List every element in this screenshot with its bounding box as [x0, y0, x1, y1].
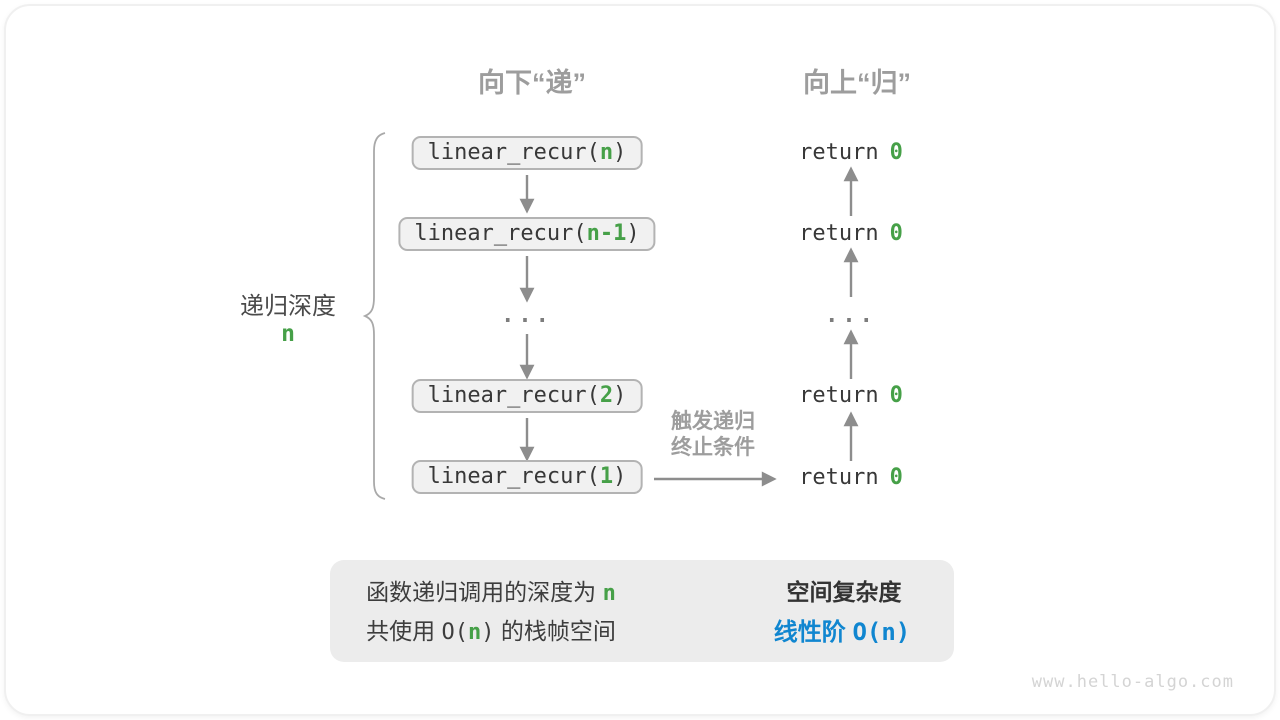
call-text: )	[613, 383, 627, 408]
summary-depth-value: n	[602, 581, 616, 606]
return-keyword: return	[799, 383, 879, 408]
return-keyword: return	[799, 140, 879, 165]
termination-line2: 终止条件	[671, 436, 755, 459]
space-complexity-result: 线性阶 O(n)	[774, 618, 910, 647]
summary-depth-line: 函数递归调用的深度为 n	[366, 579, 616, 607]
return-keyword: return	[799, 221, 879, 246]
big-o-open: O(	[441, 620, 469, 645]
call-arg: 1	[599, 464, 614, 489]
call-arg: 2	[599, 383, 614, 408]
call-text: )	[613, 464, 627, 489]
call-text: linear_recur(	[427, 383, 600, 408]
space-complexity-title: 空间复杂度	[786, 579, 902, 605]
returns-ellipsis: ...	[825, 303, 877, 328]
summary-depth-text: 函数递归调用的深度为	[366, 579, 603, 605]
call-text: )	[613, 140, 627, 165]
big-o-close: )	[481, 620, 495, 645]
column-header-descend: 向下“递”	[478, 68, 586, 98]
return-statement: return 0	[799, 382, 903, 409]
call-text: )	[626, 221, 640, 246]
return-statement: return 0	[799, 220, 903, 247]
summary-space-text1: 共使用	[366, 618, 442, 644]
call-text: linear_recur(	[427, 140, 600, 165]
return-value: 0	[889, 140, 903, 165]
call-arg: n-1	[586, 221, 627, 246]
call-arg: n	[599, 140, 614, 165]
call-box-1: linear_recur(1)	[411, 460, 643, 494]
return-value: 0	[889, 465, 903, 490]
result-big-o: O(n)	[852, 618, 911, 646]
call-box-n: linear_recur(n)	[411, 136, 643, 170]
summary-space-text2: 的栈帧空间	[494, 618, 616, 644]
base-case-arrow	[654, 471, 777, 487]
big-o-arg: n	[468, 620, 482, 645]
termination-line1: 触发递归	[671, 410, 755, 433]
call-text: linear_recur(	[427, 464, 600, 489]
call-box-2: linear_recur(2)	[411, 379, 643, 413]
column-header-ascend: 向上“归”	[803, 68, 911, 98]
result-text: 线性阶	[773, 619, 853, 646]
return-value: 0	[889, 383, 903, 408]
recursion-space-complexity-figure: 向下“递” 向上“归” 递归深度 n linear_recur(n) linea…	[4, 4, 1276, 716]
recursion-depth-value: n	[281, 321, 295, 347]
depth-brace-icon	[362, 132, 386, 500]
return-keyword: return	[799, 465, 879, 490]
call-box-n-1: linear_recur(n-1)	[398, 217, 656, 251]
termination-condition-label: 触发递归 终止条件	[671, 409, 755, 461]
watermark: www.hello-algo.com	[1031, 672, 1234, 692]
return-statement: return 0	[799, 464, 903, 491]
summary-space-line: 共使用 O(n) 的栈帧空间	[366, 618, 616, 646]
recursion-depth-label: 递归深度	[240, 293, 336, 320]
summary-box	[330, 560, 954, 662]
return-statement: return 0	[799, 139, 903, 166]
return-value: 0	[889, 221, 903, 246]
calls-ellipsis: ...	[501, 303, 553, 328]
call-text: linear_recur(	[414, 221, 587, 246]
